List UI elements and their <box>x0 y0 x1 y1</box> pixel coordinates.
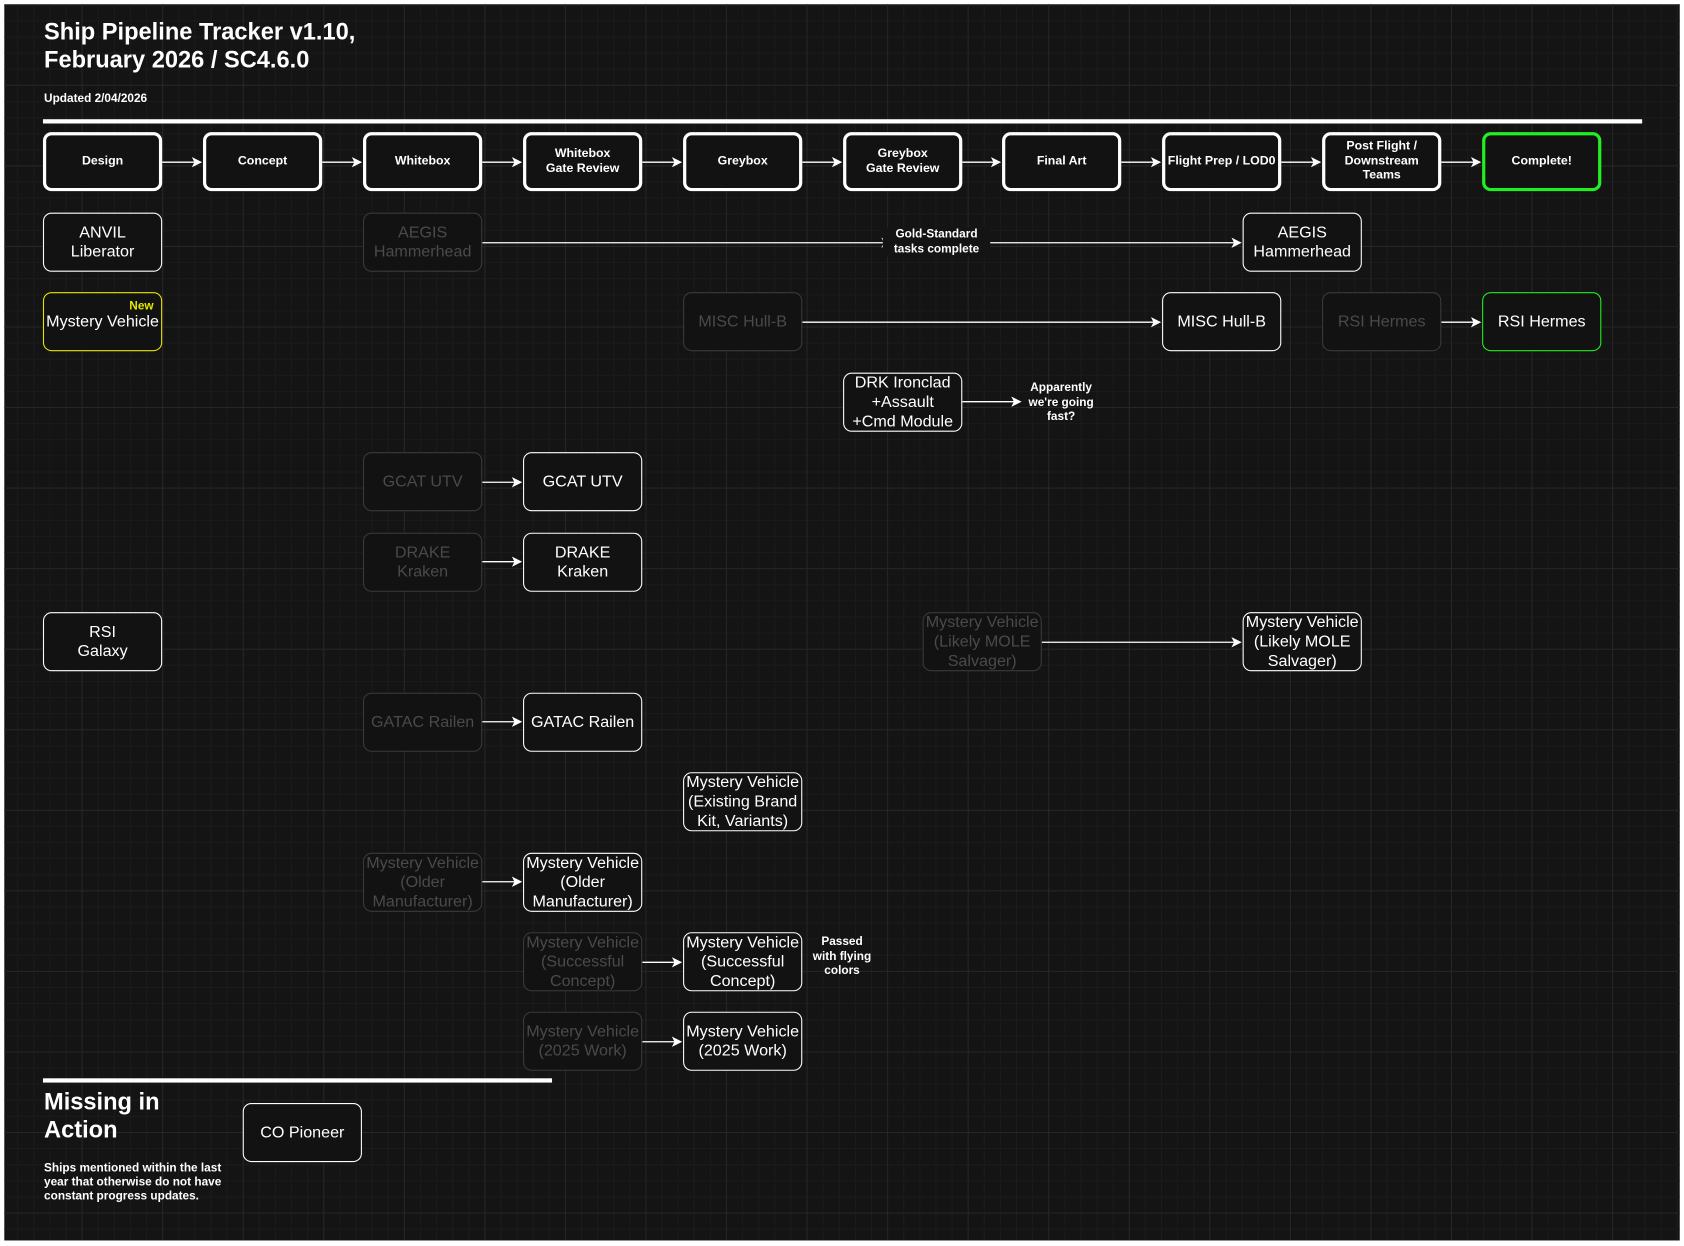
ship-anvil-liberator[interactable]: ANVIL Liberator <box>42 212 163 272</box>
header-divider <box>42 119 1643 124</box>
stage-greybox[interactable]: Greybox <box>683 132 803 192</box>
ship-mole-salvager-previous[interactable]: Mystery Vehicle (Likely MOLE Salvager) <box>922 612 1042 672</box>
ship-mystery-older-manufacturer-previous[interactable]: Mystery Vehicle (Older Manufacturer) <box>363 852 483 912</box>
note-going-fast: Apparently we're going fast? <box>1028 381 1094 424</box>
ship-aegis-hammerhead-previous[interactable]: AEGIS Hammerhead <box>363 212 483 272</box>
note-passed: Passed with flying colors <box>812 935 872 978</box>
ship-mole-salvager[interactable]: Mystery Vehicle (Likely MOLE Salvager) <box>1242 612 1362 672</box>
stage-final-art[interactable]: Final Art <box>1002 132 1122 192</box>
ship-mystery-older-manufacturer[interactable]: Mystery Vehicle (Older Manufacturer) <box>523 852 643 912</box>
stage-complete[interactable]: Complete! <box>1482 132 1602 192</box>
ship-rsi-hermes[interactable]: RSI Hermes <box>1482 292 1602 352</box>
note-gold-standard: Gold-Standard tasks complete <box>882 227 991 257</box>
ship-drake-kraken[interactable]: DRAKE Kraken <box>523 532 643 592</box>
stage-greybox-gate-review[interactable]: Greybox Gate Review <box>843 132 963 192</box>
missing-description: Ships mentioned within the last year tha… <box>44 1162 222 1203</box>
ship-gatac-railen[interactable]: GATAC Railen <box>523 692 643 752</box>
diagram-canvas <box>4 4 1680 1241</box>
stage-flight-prep[interactable]: Flight Prep / LOD0 <box>1162 132 1282 192</box>
ship-aegis-hammerhead[interactable]: AEGIS Hammerhead <box>1242 212 1362 272</box>
new-badge: New <box>129 299 154 313</box>
missing-divider <box>42 1078 553 1083</box>
stage-design[interactable]: Design <box>42 132 163 192</box>
stage-concept[interactable]: Concept <box>202 132 323 192</box>
missing-title: Missing in Action <box>44 1087 160 1143</box>
ship-mystery-existing-brand[interactable]: Mystery Vehicle (Existing Brand Kit, Var… <box>683 772 803 832</box>
ship-rsi-galaxy[interactable]: RSI Galaxy <box>42 612 163 672</box>
ship-co-pioneer[interactable]: CO Pioneer <box>242 1102 362 1163</box>
ship-mystery-2025-work[interactable]: Mystery Vehicle (2025 Work) <box>683 1011 803 1071</box>
page-title: Ship Pipeline Tracker v1.10, February 20… <box>44 18 356 74</box>
ship-mystery-successful-concept[interactable]: Mystery Vehicle (Successful Concept) <box>683 932 803 992</box>
ship-mystery-successful-concept-previous[interactable]: Mystery Vehicle (Successful Concept) <box>523 932 643 992</box>
stage-whitebox[interactable]: Whitebox <box>363 132 483 192</box>
ship-misc-hull-b-previous[interactable]: MISC Hull-B <box>683 292 803 352</box>
ship-label: Mystery Vehicle <box>46 311 159 331</box>
updated-date: Updated 2/04/2026 <box>44 92 148 106</box>
ship-drake-kraken-previous[interactable]: DRAKE Kraken <box>363 532 483 592</box>
ship-rsi-hermes-previous[interactable]: RSI Hermes <box>1322 292 1442 352</box>
ship-gcat-utv-previous[interactable]: GCAT UTV <box>363 452 483 512</box>
stage-post-flight[interactable]: Post Flight / Downstream Teams <box>1322 132 1442 192</box>
ship-gatac-railen-previous[interactable]: GATAC Railen <box>363 692 483 752</box>
ship-misc-hull-b[interactable]: MISC Hull-B <box>1162 292 1282 352</box>
ship-drk-ironclad[interactable]: DRK Ironclad +Assault +Cmd Module <box>843 372 963 432</box>
stage-whitebox-gate-review[interactable]: Whitebox Gate Review <box>523 132 643 192</box>
ship-mystery-2025-work-previous[interactable]: Mystery Vehicle (2025 Work) <box>523 1011 643 1071</box>
ship-gcat-utv[interactable]: GCAT UTV <box>523 452 643 512</box>
